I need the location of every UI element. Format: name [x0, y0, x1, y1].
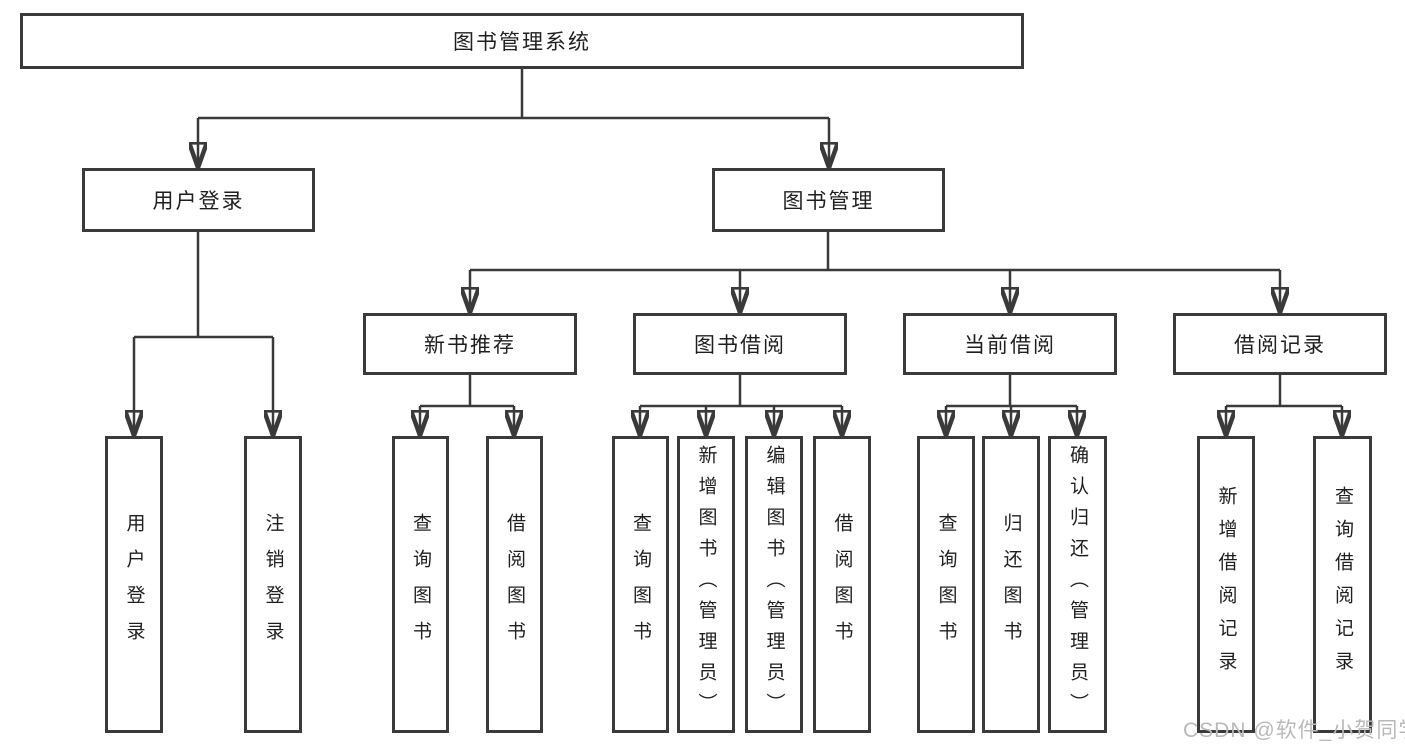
leaf-edit-books-admin: 编辑图书（管理员）: [745, 436, 803, 733]
node-label: 借阅记录: [1234, 334, 1326, 357]
node-user-login-branch: 用户登录: [82, 168, 315, 232]
leaf-query-books-borrow: 查询图书: [612, 436, 669, 733]
node-current-borrow: 当前借阅: [903, 313, 1117, 375]
node-label: 查询借阅记录: [1332, 485, 1353, 684]
leaf-confirm-return-admin: 确认归还（管理员）: [1048, 436, 1107, 733]
node-label: 借阅图书: [831, 512, 853, 657]
node-label: 编辑图书（管理员）: [763, 445, 785, 724]
leaf-borrow-books: 借阅图书: [813, 436, 871, 733]
leaf-logout: 注销登录: [244, 436, 302, 733]
node-book-management-branch: 图书管理: [712, 168, 945, 232]
leaf-add-books-admin: 新增图书（管理员）: [677, 436, 735, 733]
node-label: 新书推荐: [424, 334, 516, 357]
node-library-management-system: 图书管理系统: [20, 13, 1024, 69]
node-borrow-records: 借阅记录: [1173, 313, 1387, 375]
leaf-return-books: 归还图书: [982, 436, 1040, 733]
leaf-query-books-current: 查询图书: [917, 436, 975, 733]
node-label: 图书借阅: [694, 334, 786, 357]
node-new-book-recommend: 新书推荐: [363, 313, 577, 375]
node-label: 查询图书: [935, 512, 957, 657]
node-label: 查询图书: [410, 512, 431, 657]
node-label: 新增借阅记录: [1215, 485, 1237, 684]
leaf-query-books-recommend: 查询图书: [392, 436, 449, 733]
leaf-add-borrow-record: 新增借阅记录: [1197, 436, 1255, 733]
csdn-watermark: CSDN @软件_小贺同学: [1183, 719, 1405, 742]
node-label: 借阅图书: [504, 512, 525, 657]
node-label: 确认归还（管理员）: [1067, 445, 1088, 724]
node-label: 新增图书（管理员）: [695, 445, 717, 724]
leaf-borrow-books-recommend: 借阅图书: [486, 436, 543, 733]
node-label: 图书管理: [782, 190, 875, 213]
node-book-borrow: 图书借阅: [633, 313, 847, 375]
leaf-user-login: 用户登录: [105, 436, 163, 733]
node-label: 图书管理系统: [453, 31, 591, 54]
node-label: 当前借阅: [964, 334, 1056, 357]
node-label: 查询图书: [630, 512, 651, 657]
node-label: 归还图书: [1000, 512, 1022, 657]
node-label: 用户登录: [152, 190, 245, 213]
leaf-query-borrow-record: 查询借阅记录: [1313, 436, 1372, 733]
node-label: 用户登录: [123, 512, 145, 657]
node-label: 注销登录: [262, 512, 284, 657]
